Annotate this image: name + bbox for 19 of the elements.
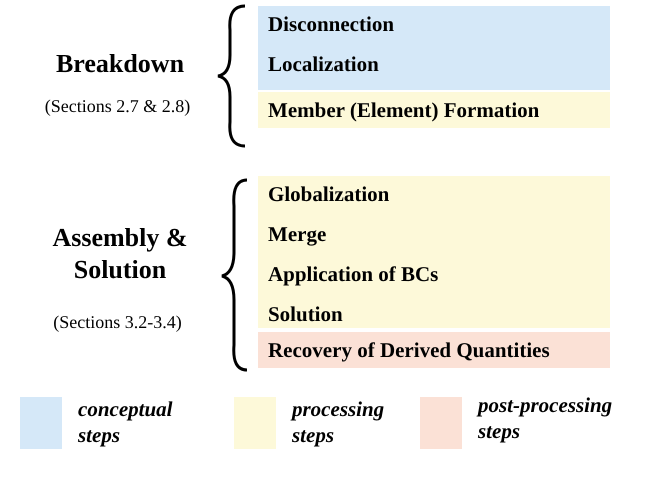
step-label: Recovery of Derived Quantities — [268, 338, 550, 363]
step-band — [258, 6, 610, 90]
section-reference: (Sections 3.2-3.4) — [52, 312, 183, 333]
step-label: Disconnection — [268, 12, 394, 37]
legend-label: processing steps — [292, 396, 386, 448]
step-label: Member (Element) Formation — [268, 98, 540, 123]
step-label: Localization — [268, 52, 379, 77]
section-reference: (Sections 2.7 & 2.8) — [44, 96, 192, 117]
group-heading: Assembly & Solution — [51, 222, 189, 286]
step-label: Merge — [268, 222, 326, 247]
legend-label: conceptual steps — [78, 396, 174, 448]
step-band — [258, 176, 610, 328]
group-heading: Breakdown — [54, 48, 186, 80]
legend-label: post-processing steps — [478, 392, 614, 444]
step-band — [258, 332, 610, 368]
step-band — [258, 92, 610, 128]
step-label: Globalization — [268, 182, 390, 207]
step-label: Solution — [268, 302, 343, 327]
step-label: Application of BCs — [268, 262, 438, 287]
